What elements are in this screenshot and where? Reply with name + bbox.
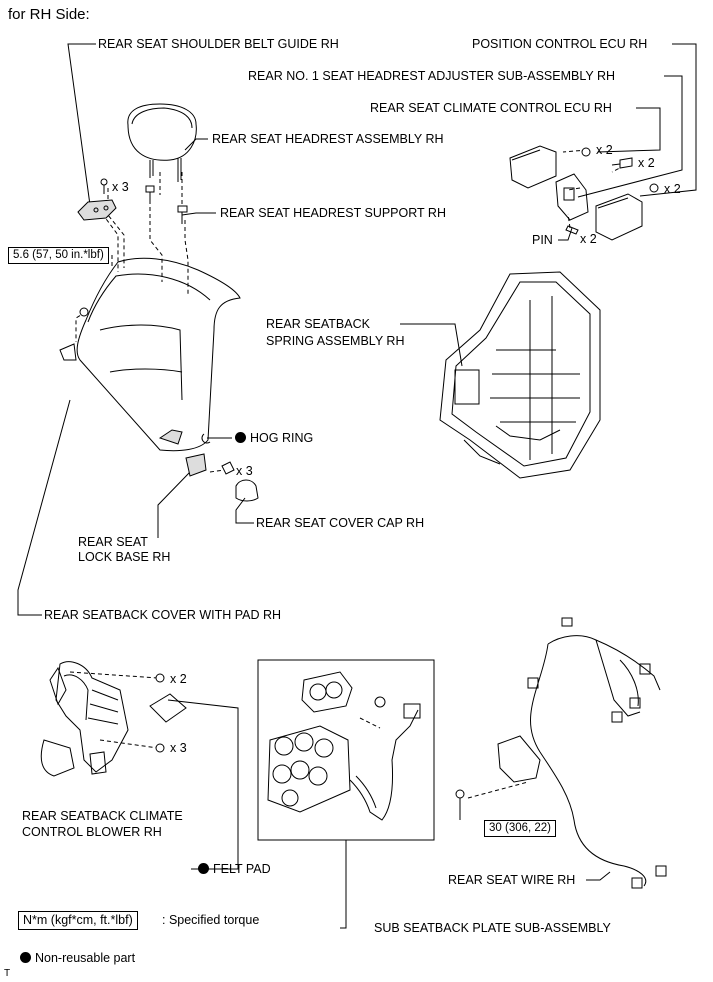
seatback-bolt	[79, 307, 89, 317]
label-pin: PIN	[532, 233, 553, 247]
label-seatback-cover: REAR SEATBACK COVER WITH PAD RH	[44, 608, 282, 622]
pin-part	[565, 225, 579, 235]
hog-ring-part	[201, 433, 211, 444]
shoulder-belt-guide	[77, 178, 117, 221]
nonreusable-dot-icon	[20, 952, 31, 963]
seatback-spring-assembly	[439, 271, 601, 479]
mult-pin: x 2	[580, 232, 597, 246]
label-hog-ring: HOG RING	[235, 431, 313, 446]
headrest-supports	[145, 185, 188, 224]
climate-control-ecu	[509, 145, 591, 189]
felt-pad-part	[149, 693, 187, 723]
legend-nonreusable: Non-reusable part	[20, 951, 135, 966]
legend-nonreusable-text: Non-reusable part	[35, 951, 136, 965]
label-blower-line2: CONTROL BLOWER RH	[22, 825, 162, 839]
mult-belt-guide-bolt: x 3	[112, 180, 129, 194]
mult-position-ecu-nut: x 2	[664, 182, 681, 196]
mult-blower-lower: x 3	[170, 741, 187, 755]
label-felt-pad: FELT PAD	[198, 862, 271, 877]
seat-cover-cap	[235, 479, 259, 502]
label-climate-control-ecu: REAR SEAT CLIMATE CONTROL ECU RH	[370, 101, 612, 115]
label-spring-assembly-line1: REAR SEATBACK	[266, 317, 370, 331]
mult-lock-base-bolt: x 3	[236, 464, 253, 478]
lock-base	[185, 453, 235, 477]
torque-box-seatback: 5.6 (57, 50 in.*lbf)	[8, 247, 109, 264]
position-control-ecu	[595, 183, 659, 241]
label-blower-line1: REAR SEATBACK CLIMATE	[22, 809, 183, 823]
label-spring-assembly-line2: SPRING ASSEMBLY RH	[266, 334, 405, 348]
page-heading: for RH Side:	[8, 6, 90, 23]
label-sub-plate: SUB SEATBACK PLATE SUB-ASSEMBLY	[374, 921, 611, 935]
torque-box-wire: 30 (306, 22)	[484, 820, 557, 837]
label-headrest-adjuster: REAR NO. 1 SEAT HEADREST ADJUSTER SUB-AS…	[248, 69, 615, 83]
mult-blower-upper: x 2	[170, 672, 187, 686]
hog-ring-text: HOG RING	[250, 431, 314, 445]
sub-plate-box	[257, 659, 435, 841]
legend-torque-unit: N*m (kgf*cm, ft.*lbf)	[18, 911, 138, 930]
seat-wire-harness	[455, 617, 667, 889]
label-lock-base-line2: LOCK BASE RH	[78, 550, 171, 564]
label-shoulder-belt-guide: REAR SEAT SHOULDER BELT GUIDE RH	[98, 37, 339, 51]
nonreusable-dot-icon	[198, 863, 209, 874]
headrest-adjuster	[555, 157, 633, 221]
label-lock-base-line1: REAR SEAT	[78, 535, 148, 549]
mult-climate-ecu-nut: x 2	[596, 143, 613, 157]
label-position-control-ecu: POSITION CONTROL ECU RH	[472, 37, 648, 51]
headrest-assembly	[127, 103, 197, 182]
legend-torque-desc: : Specified torque	[162, 913, 260, 927]
footer-mark: T	[4, 968, 11, 979]
leader-lines	[17, 43, 697, 929]
label-headrest-assembly: REAR SEAT HEADREST ASSEMBLY RH	[212, 132, 444, 146]
seatback-cover-with-pad	[59, 257, 241, 452]
mult-adjuster-bolt: x 2	[638, 156, 655, 170]
felt-pad-text: FELT PAD	[213, 862, 271, 876]
climate-blower	[40, 661, 165, 777]
nonreusable-dot-icon	[235, 432, 246, 443]
label-headrest-support: REAR SEAT HEADREST SUPPORT RH	[220, 206, 446, 220]
label-seat-cover-cap: REAR SEAT COVER CAP RH	[256, 516, 425, 530]
label-seat-wire: REAR SEAT WIRE RH	[448, 873, 576, 887]
